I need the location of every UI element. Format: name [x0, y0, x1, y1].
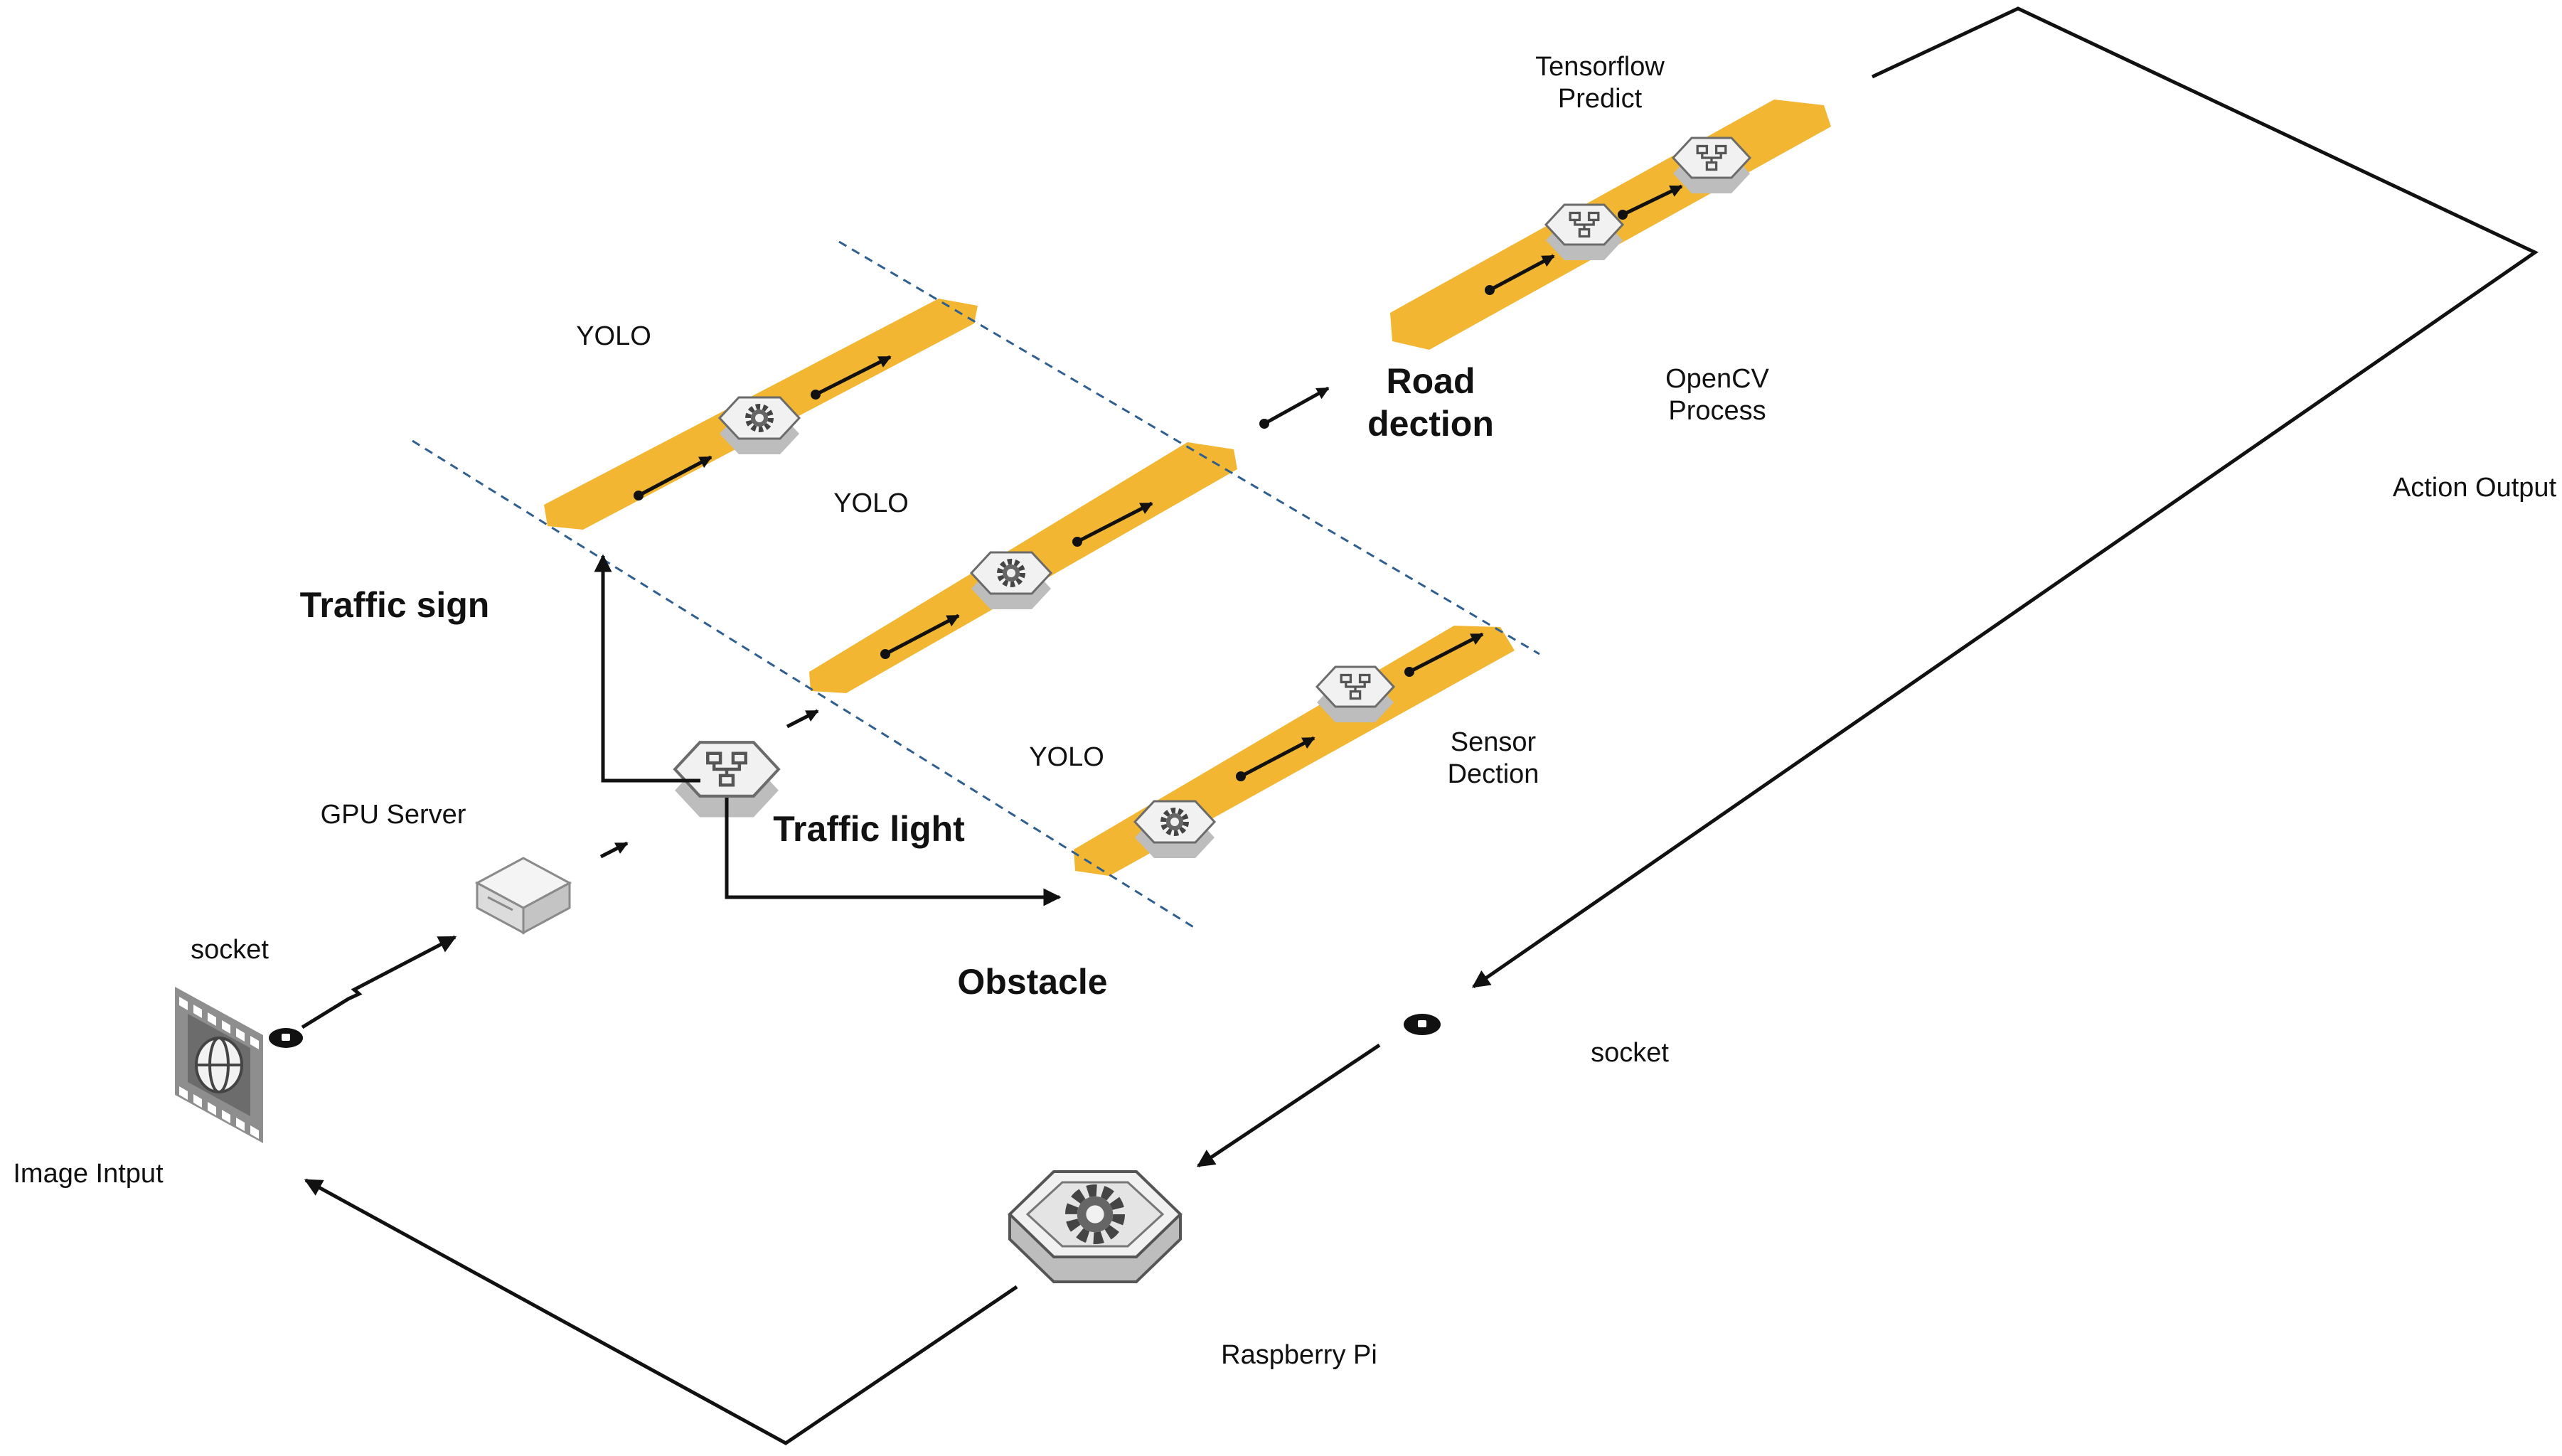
model-chip-tensorflow-b	[1673, 138, 1750, 193]
label-yolo-bottom: YOLO	[1029, 742, 1104, 772]
label-traffic-sign: Traffic sign	[300, 585, 490, 625]
label-obstacle: Obstacle	[957, 962, 1107, 1002]
connectors	[301, 6, 2539, 1445]
process-chip-obstacle	[1135, 801, 1215, 858]
label-sensor-2: Dection	[1448, 759, 1539, 789]
label-opencv-2: Process	[1668, 396, 1766, 426]
raspberry-pi-chip-icon	[1008, 1170, 1183, 1283]
label-yolo-middle: YOLO	[833, 488, 909, 518]
label-traffic-light: Traffic light	[773, 809, 965, 849]
model-chip-sensor	[1317, 667, 1394, 722]
label-tensorflow-2: Predict	[1558, 84, 1643, 114]
label-image-input: Image Intput	[13, 1159, 164, 1189]
dashed-separators	[412, 240, 1540, 929]
label-sensor-1: Sensor	[1451, 727, 1537, 757]
label-yolo-top: YOLO	[576, 321, 651, 351]
label-opencv-1: OpenCV	[1665, 364, 1769, 394]
label-road-2: dection	[1367, 404, 1494, 444]
socket-link-icon-left	[269, 1028, 303, 1048]
lane-arrows	[634, 184, 1683, 781]
server-box-icon	[474, 857, 572, 935]
film-globe-icon	[175, 987, 263, 1143]
label-tensorflow-1: Tensorflow	[1535, 52, 1665, 82]
model-chip-tensorflow-a	[1546, 205, 1623, 260]
labels: Tensorflow Predict YOLO YOLO YOLO Road d…	[13, 52, 2556, 1370]
label-raspberry-pi: Raspberry Pi	[1221, 1340, 1377, 1370]
process-chip-traffic-sign	[720, 397, 799, 454]
label-action-output: Action Output	[2393, 473, 2557, 503]
label-gpu-server: GPU Server	[321, 800, 466, 830]
label-road-1: Road	[1387, 361, 1475, 401]
label-socket-left: socket	[191, 935, 269, 965]
socket-link-icon-right	[1404, 1014, 1441, 1035]
process-chip-traffic-light	[971, 552, 1051, 609]
label-socket-right: socket	[1591, 1038, 1669, 1068]
